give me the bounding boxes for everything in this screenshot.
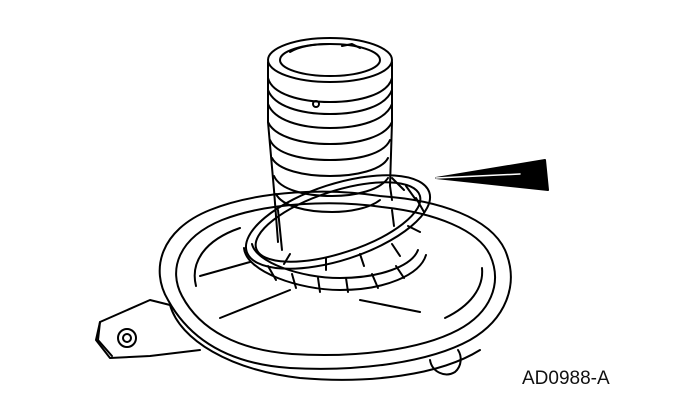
mounting-tab [95,299,201,359]
pump-housing [95,190,512,381]
mounting-hole [117,328,137,348]
stator-shaft [267,37,395,251]
pointer-arrow [435,159,549,191]
seal-ring [244,174,432,271]
central-hub [243,243,427,293]
figure-code: AD0988-A [522,368,610,389]
